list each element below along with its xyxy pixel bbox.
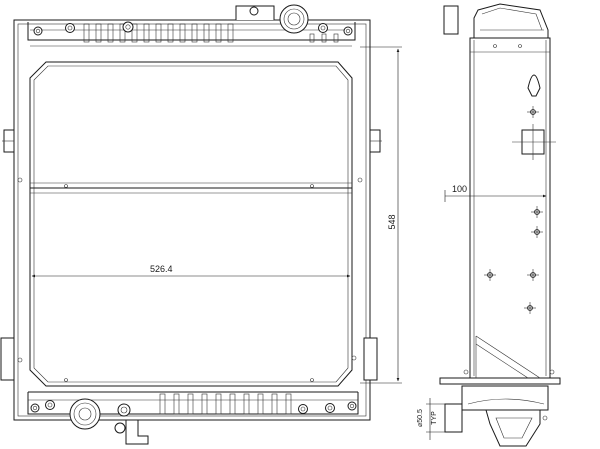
tank-fin [201, 393, 208, 415]
tank-fin [83, 23, 90, 43]
bolt-icon [45, 400, 55, 410]
side-top-tank [473, 3, 549, 39]
tank-fin [257, 393, 264, 415]
bolt-icon [343, 26, 353, 36]
pipe-note-label: TYP [431, 411, 438, 425]
top-tank [27, 4, 356, 47]
tank-fin [191, 23, 198, 43]
crosshair-icon [531, 226, 543, 238]
tank-fin [159, 393, 166, 415]
pipe-diameter-dimension: ⌀50.5 TYP [417, 398, 446, 440]
bolt-icon [347, 401, 357, 411]
bleed-valve-icon [249, 6, 259, 16]
pipe-diameter-label: ⌀50.5 [417, 409, 424, 427]
bolt-icon [65, 23, 75, 33]
side-outlet-stub [444, 403, 463, 433]
side-outlet-elbow [485, 409, 541, 447]
tank-fin [167, 23, 174, 43]
tank-fin [227, 23, 234, 43]
side-body [469, 37, 551, 379]
front-view: 526.4 548 [0, 4, 402, 445]
tank-fin [107, 23, 114, 43]
bottom-bracket [125, 419, 149, 445]
drain-plug-icon [117, 403, 131, 417]
crosshair-icon [531, 206, 543, 218]
tank-fin [215, 23, 222, 43]
tank-fin [333, 33, 339, 43]
side-mounts [0, 129, 382, 381]
tank-fin [229, 393, 236, 415]
drain-valve-icon [114, 422, 126, 434]
bolt-icon [325, 403, 335, 413]
width-dimension-label: 526.4 [150, 264, 173, 274]
bolt-icon [298, 404, 308, 414]
tank-fin [321, 33, 327, 43]
depth-dimension-label: 100 [452, 184, 467, 194]
height-dimension-label: 548 [387, 214, 397, 229]
tank-fin [179, 23, 186, 43]
tank-fin [309, 33, 315, 43]
height-dimension: 548 [360, 46, 402, 384]
depth-dimension: 100 [444, 184, 547, 202]
tank-fin [119, 23, 126, 43]
tank-fin [155, 23, 162, 43]
crosshair-icon [524, 302, 536, 314]
bolt-icon [30, 403, 40, 413]
top-tank-fins [83, 23, 339, 43]
bottom-tank [27, 391, 359, 445]
side-view: 100 ⌀50.5 TYP [417, 3, 561, 447]
side-mount-points [484, 106, 543, 314]
crosshair-icon [527, 269, 539, 281]
tank-fin [143, 23, 150, 43]
bolt-icon [318, 23, 328, 33]
tank-fin [285, 393, 292, 415]
outlet-pipe-icon [69, 398, 101, 430]
tank-fin [187, 393, 194, 415]
bolt-icon [122, 21, 134, 33]
left-lower-bracket [0, 337, 15, 381]
front-inner-frame [17, 23, 367, 417]
crosshair-icon [527, 106, 539, 118]
bolt-icon [33, 26, 43, 36]
tank-fin [215, 393, 222, 415]
bottom-tank-fins [159, 393, 292, 415]
tank-fin [243, 393, 250, 415]
side-bottom-tank [461, 385, 549, 411]
width-dimension: 526.4 [31, 264, 351, 278]
tank-fin [131, 23, 138, 43]
tank-fin [173, 393, 180, 415]
tank-fin [271, 393, 278, 415]
radiator-core [29, 61, 353, 387]
right-lower-bracket [363, 337, 378, 381]
side-slot [527, 74, 541, 97]
front-outer-frame [13, 19, 371, 421]
tank-fin [203, 23, 210, 43]
tank-fin [95, 23, 102, 43]
side-inlet-stub [443, 5, 459, 35]
crosshair-icon [484, 269, 496, 281]
